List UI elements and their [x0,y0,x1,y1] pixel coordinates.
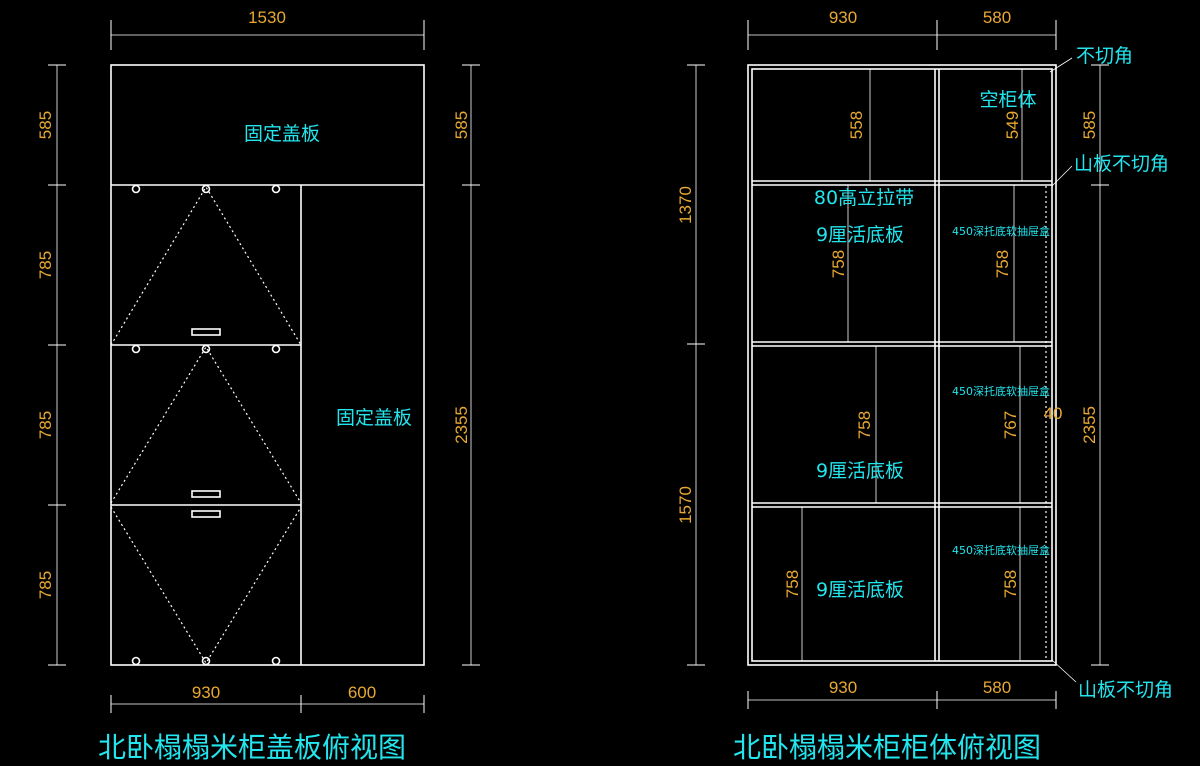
side-no-cut-bottom-note: 山板不切角 [1078,679,1173,701]
left-top-dim: 1530 [248,8,286,27]
left-open-pattern-3 [110,506,302,665]
left-side-dim-4: 785 [36,571,55,599]
left-bottom-dim-1: 930 [192,683,220,702]
no-cut-corner-note: 不切角 [1076,45,1133,67]
left-side-dim-3: 785 [36,411,55,439]
right-outer-frame [747,64,1057,666]
hinge-icon [131,184,141,194]
left-side-dim-2: 785 [36,251,55,279]
right-inner-frame [751,68,1053,662]
bottom-board-label-3: 9厘活底板 [816,579,904,601]
inner-dim-549: 549 [1003,111,1022,139]
right-bottom-dim-1: 930 [829,678,857,697]
hinge-icon [131,344,141,354]
right-view: 558 549 758 758 758 767 758 758 40 空柜体 8… [676,8,1173,764]
right-right-dim-total: 2355 [1080,406,1099,444]
left-right-dim-top: 585 [452,111,471,139]
bottom-board-label-2: 9厘活底板 [816,460,904,482]
strap-label: 80高立拉带 [814,187,914,209]
inner-dim-758-a: 758 [829,250,848,278]
left-right-dim-total: 2355 [452,406,471,444]
right-left-dim-2: 1570 [676,486,695,524]
right-top-dim-1: 930 [829,8,857,27]
left-open-pattern-2 [110,345,302,504]
left-view-title: 北卧榻榻米柜盖板俯视图 [98,731,406,764]
hinge-icon [201,344,211,354]
side-no-cut-top-note: 山板不切角 [1074,153,1169,175]
inner-dimension-lines [801,69,1023,661]
left-open-pattern-1 [110,185,302,346]
drawer-label-2: 450深托底软抽屉盒 [952,384,1050,398]
hinge-icon [271,184,281,194]
hinge-icon [271,656,281,666]
inner-dim-758-b: 758 [993,250,1012,278]
inner-dim-767: 767 [1001,411,1020,439]
bottom-board-label-1: 9厘活底板 [816,224,904,246]
note-leader [1049,57,1073,73]
note-leader [1051,165,1073,187]
note-leader [1051,659,1077,683]
right-top-dim-2: 580 [983,8,1011,27]
inner-dim-758-c: 758 [855,411,874,439]
left-view: 固定盖板 固定盖板 1530 585 785 785 785 585 2355 … [36,8,480,764]
inner-dim-558: 558 [847,111,866,139]
drawer-label-3: 450深托底软抽屉盒 [952,543,1050,557]
hinge-icon [201,656,211,666]
hinge-icon [271,344,281,354]
inner-dim-758-d: 758 [783,570,802,598]
right-bottom-dim-2: 580 [983,678,1011,697]
left-side-dim-1: 585 [36,111,55,139]
hinge-icon [201,184,211,194]
left-outer-frame [110,64,425,666]
left-top-panel-label: 固定盖板 [244,123,320,145]
handle-slot-icon [191,510,221,518]
right-view-title: 北卧榻榻米柜柜体俯视图 [733,731,1041,764]
hinge-icon [131,656,141,666]
hinge-icons [131,184,281,666]
inner-dim-40: 40 [1044,404,1063,423]
inner-dim-758-e: 758 [1001,570,1020,598]
drawer-label-1: 450深托底软抽屉盒 [952,224,1050,238]
left-bottom-dim-2: 600 [348,683,376,702]
left-right-panel-label: 固定盖板 [336,407,412,429]
right-left-dim-1: 1370 [676,186,695,224]
empty-cabinet-label: 空柜体 [979,89,1036,111]
handle-slot-icon [191,490,221,498]
handle-slot-icon [191,328,221,336]
right-right-dim-top: 585 [1080,111,1099,139]
